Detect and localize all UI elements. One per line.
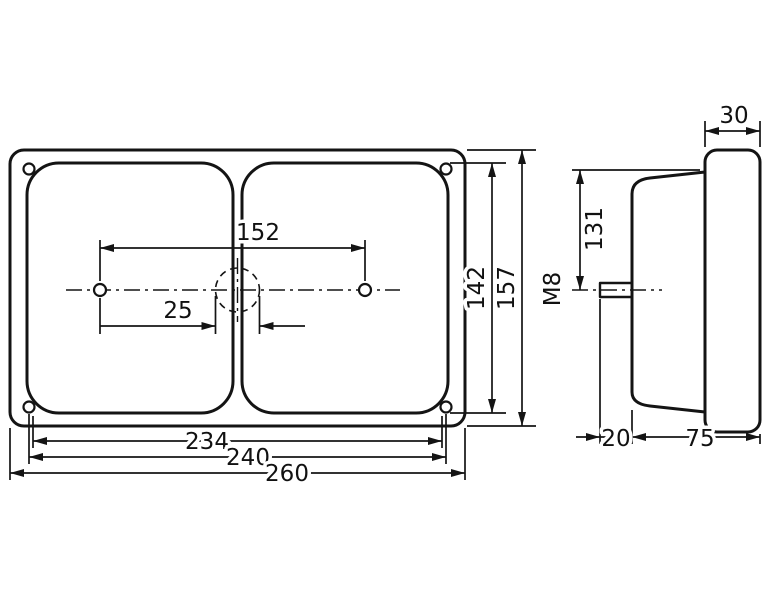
dimension-labels: 152 25 234 240 260 142 157 30 131 M8 20 …: [160, 100, 752, 491]
arrowhead: [201, 322, 216, 330]
mounting-hole-left: [92, 282, 108, 298]
dim-label-body-depth: 75: [685, 426, 714, 452]
screw-hole-bottom-right: [439, 400, 453, 414]
arrowhead: [746, 433, 760, 441]
arrowhead: [29, 453, 43, 461]
arrowhead: [488, 163, 496, 177]
arrowhead: [428, 437, 442, 445]
dim-label-height-overall: 157: [494, 266, 520, 310]
dim-label-hole-spacing: 152: [236, 220, 280, 246]
arrowhead: [259, 322, 274, 330]
arrowhead: [518, 150, 526, 164]
lens-right-outline: [240, 161, 450, 415]
stud-thread-label: M8: [540, 272, 566, 306]
center-hole-phantom-circle: [214, 267, 261, 313]
lens-left-outline: [25, 161, 235, 415]
arrowhead: [432, 453, 446, 461]
arrowhead: [351, 244, 365, 252]
arrowhead: [488, 399, 496, 413]
screw-hole-bottom-left: [22, 400, 36, 414]
arrowhead: [705, 127, 719, 135]
side-view: [572, 148, 762, 434]
arrowhead: [10, 469, 24, 477]
front-dimensions: [9, 149, 536, 480]
side-dimensions: [572, 121, 761, 444]
front-view: [8, 148, 467, 428]
screw-hole-top-right: [439, 162, 453, 176]
arrowhead: [586, 433, 600, 441]
mounting-hole-right: [357, 282, 373, 298]
arrowhead: [518, 412, 526, 426]
dim-label-center-hole: 25: [163, 298, 192, 324]
arrowhead: [451, 469, 465, 477]
dim-label-stud-length: 20: [601, 426, 630, 452]
housing-body-outline: [630, 170, 707, 414]
lens-side-outline: [703, 148, 762, 434]
screw-hole-top-left: [22, 162, 36, 176]
arrowhead: [33, 437, 47, 445]
dim-label-width-screws: 240: [226, 445, 270, 471]
dim-label-lens-depth: 30: [719, 103, 748, 129]
dim-label-width-overall: 260: [265, 461, 309, 487]
arrowhead: [632, 433, 646, 441]
arrowhead: [746, 127, 760, 135]
arrowhead: [576, 276, 584, 290]
dim-label-height-lens: 142: [464, 266, 490, 310]
dim-label-stud-to-top: 131: [582, 207, 608, 251]
arrowhead: [576, 170, 584, 184]
arrowhead: [100, 244, 114, 252]
dim-label-width-lens: 234: [185, 429, 229, 455]
